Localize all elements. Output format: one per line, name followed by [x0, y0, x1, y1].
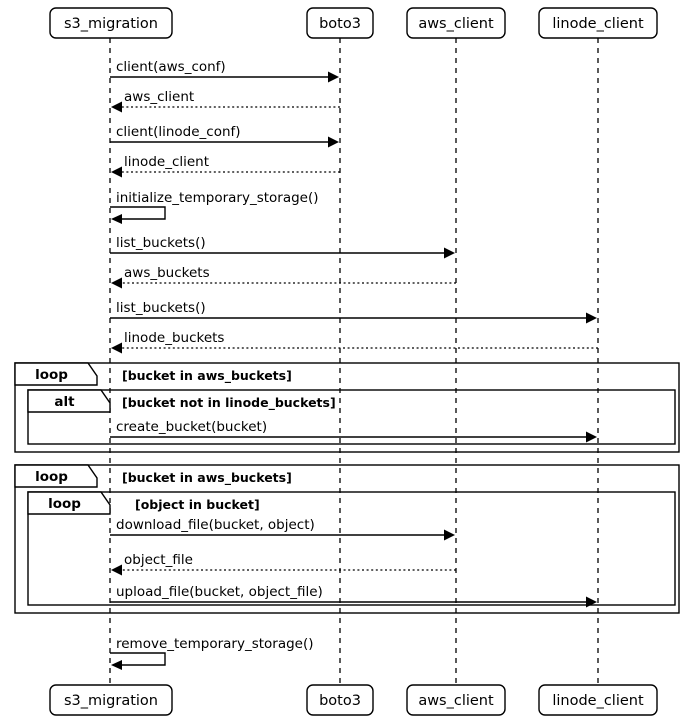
participant-label-boto3: boto3 — [319, 16, 361, 32]
message-label: initialize_temporary_storage() — [116, 190, 319, 206]
participant-label-s3_migration: s3_migration — [64, 693, 158, 709]
fragment-loop-box — [14, 464, 680, 614]
message-arrowhead — [444, 247, 455, 259]
participant-box-footer-aws_client[interactable] — [406, 684, 506, 716]
message-arrowhead — [111, 342, 122, 354]
message-label: client(aws_conf) — [116, 59, 226, 75]
participant-label-linode_client: linode_client — [552, 693, 644, 709]
fragment-loop-box — [27, 491, 676, 606]
participant-box-footer-boto3[interactable] — [306, 684, 374, 716]
participant-label-linode_client: linode_client — [552, 16, 644, 32]
participant-label-boto3: boto3 — [319, 693, 361, 709]
participant-box-header-aws_client[interactable] — [406, 7, 506, 39]
message-label: upload_file(bucket, object_file) — [116, 584, 323, 600]
message-label: aws_client — [124, 89, 194, 105]
fragment-operator-label: loop — [48, 496, 81, 512]
message-arrowhead — [111, 101, 122, 113]
message-arrowhead — [328, 71, 339, 83]
fragment-operator-label: alt — [54, 394, 75, 410]
message-label: client(linode_conf) — [116, 124, 241, 140]
message-arrowhead — [586, 431, 597, 443]
fragment-loop-tab — [14, 362, 98, 386]
message-label: aws_buckets — [124, 265, 210, 281]
fragment-loop-tab — [27, 491, 111, 515]
message-label: create_bucket(bucket) — [116, 419, 267, 435]
message-arrowhead — [111, 166, 122, 178]
message-arrowhead — [586, 596, 597, 608]
message-label: download_file(bucket, object) — [116, 517, 315, 533]
fragment-alt-tab — [27, 389, 111, 413]
message-label: object_file — [124, 552, 193, 568]
fragment-operator-label: loop — [35, 367, 68, 383]
message-label: linode_buckets — [124, 330, 224, 346]
message-label: remove_temporary_storage() — [116, 636, 314, 652]
message-label: list_buckets() — [116, 300, 206, 316]
message-arrowhead — [444, 529, 455, 541]
fragment-operator-label: loop — [35, 469, 68, 485]
fragment-guard-label: [bucket in aws_buckets] — [122, 470, 292, 486]
participant-box-header-linode_client[interactable] — [538, 7, 658, 39]
message-label: list_buckets() — [116, 235, 206, 251]
participant-label-s3_migration: s3_migration — [64, 16, 158, 32]
fragment-alt-box — [27, 389, 676, 445]
fragment-guard-label: [bucket in aws_buckets] — [122, 368, 292, 384]
fragment-guard-label: [bucket not in linode_buckets] — [122, 395, 336, 411]
participant-label-aws_client: aws_client — [418, 16, 494, 32]
message-arrowhead — [111, 277, 122, 289]
participant-box-footer-linode_client[interactable] — [538, 684, 658, 716]
participant-label-aws_client: aws_client — [418, 693, 494, 709]
participant-box-footer-s3_migration[interactable] — [49, 684, 173, 716]
participant-box-header-s3_migration[interactable] — [49, 7, 173, 39]
self-message-line — [110, 652, 166, 666]
self-message-arrowhead — [111, 214, 122, 224]
self-message-line — [110, 206, 166, 220]
self-message-arrowhead — [111, 660, 122, 670]
fragment-loop-tab — [14, 464, 98, 488]
message-arrowhead — [111, 564, 122, 576]
fragment-loop-box — [14, 362, 680, 453]
participant-box-header-boto3[interactable] — [306, 7, 374, 39]
fragment-guard-label: [object in bucket] — [135, 497, 260, 512]
message-label: linode_client — [124, 154, 209, 170]
message-arrowhead — [586, 312, 597, 324]
message-arrowhead — [328, 136, 339, 148]
